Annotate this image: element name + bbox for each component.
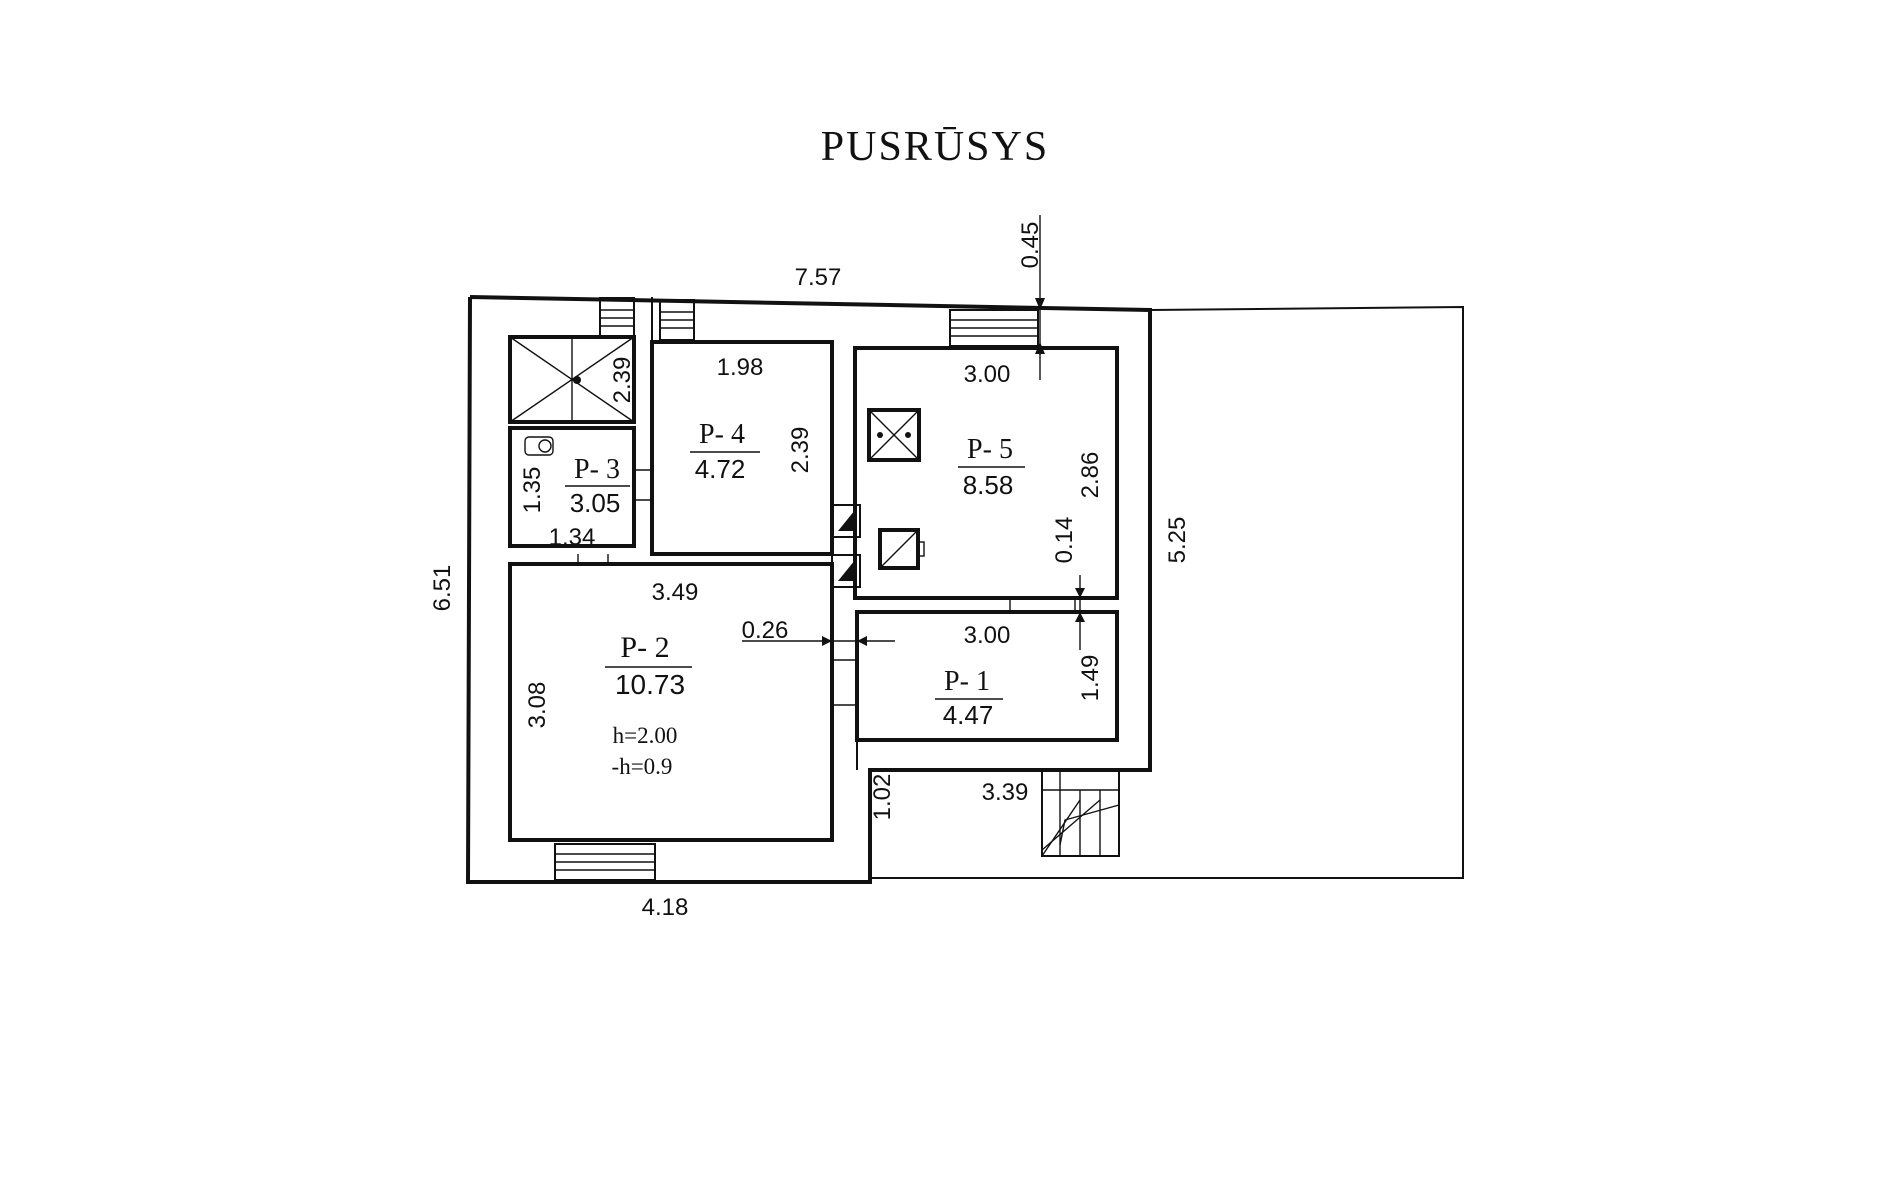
dim-overall-height: 6.51: [429, 565, 456, 612]
room-p1-area: 4.47: [943, 700, 994, 730]
dim-p1-width: 3.00: [964, 622, 1011, 649]
dim-p1-height: 1.49: [1077, 655, 1104, 702]
interior-walls: [651, 297, 858, 770]
dim-stair-width: 3.39: [982, 779, 1029, 806]
room-p2-area: 10.73: [615, 669, 685, 700]
dim-right-height: 5.25: [1164, 517, 1191, 564]
dim-p4-height: 2.39: [787, 427, 814, 474]
dim-p2-width: 3.49: [652, 579, 699, 606]
room-p2-note-h: h=2.00: [613, 723, 678, 748]
dim-wall-mid: 0.14: [1051, 517, 1078, 564]
room-p4-area: 4.72: [695, 454, 746, 484]
window-bottom: [554, 843, 656, 881]
dim-p5-height: 2.86: [1077, 452, 1104, 499]
room-p4-label: P- 4 4.72: [690, 419, 760, 484]
room-p4-outline: [650, 340, 834, 556]
room-p5-label: P- 5 8.58: [958, 434, 1025, 500]
room-p1-outline: [855, 610, 1119, 742]
outer-walls: [465, 295, 1464, 884]
dim-stair-height: 1.02: [869, 774, 896, 821]
dim-bottom-width: 4.18: [642, 894, 689, 921]
chimney-icon: [831, 504, 861, 588]
dim-p2-height: 3.08: [524, 682, 551, 729]
dim-p3-height: 1.35: [519, 467, 546, 514]
room-p5-outline: [853, 346, 1119, 600]
dimension-marker-0-14: [1075, 575, 1085, 650]
ventilation-icon: [867, 408, 921, 462]
dimension-marker-0-45: [1035, 215, 1045, 380]
room-p3-outline: [508, 426, 636, 548]
room-p1-id: P- 1: [944, 666, 990, 697]
room-p4-id: P- 4: [699, 419, 745, 450]
stair-icon: [1041, 769, 1120, 857]
window-top-mid: [659, 299, 695, 341]
room-p1-label: P- 1 4.47: [935, 666, 1003, 730]
room-p2-outline: [508, 562, 834, 842]
shower-box: [508, 335, 636, 424]
room-p3-id: P- 3: [574, 454, 620, 485]
dim-p2-wall: 0.26: [742, 617, 789, 644]
room-p2-id: P- 2: [620, 631, 669, 664]
boiler-icon: [878, 528, 925, 570]
room-p5-id: P- 5: [967, 434, 1013, 465]
dim-p4-width: 1.98: [717, 354, 764, 381]
toilet-icon: [524, 436, 554, 456]
window-top-left: [599, 297, 635, 337]
plan-title: PUSRŪSYS: [821, 124, 1049, 170]
dim-p5-width: 3.00: [964, 361, 1011, 388]
dim-wall-top: 0.45: [1017, 222, 1044, 269]
dim-overall-width: 7.57: [795, 264, 842, 291]
dim-shower-depth: 2.39: [609, 357, 636, 404]
dimension-marker-0-26: [742, 636, 895, 646]
window-top-right: [949, 309, 1039, 347]
room-p2-label: P- 2 10.73 h=2.00 -h=0.9: [605, 631, 692, 779]
room-p2-note-minus-h: -h=0.9: [612, 754, 673, 779]
room-p5-area: 8.58: [963, 470, 1014, 500]
room-p3-label: P- 3 3.05: [565, 454, 630, 518]
dim-p3-width: 1.34: [549, 524, 596, 551]
door-openings: [577, 469, 1076, 706]
room-p3-area: 3.05: [570, 488, 621, 518]
